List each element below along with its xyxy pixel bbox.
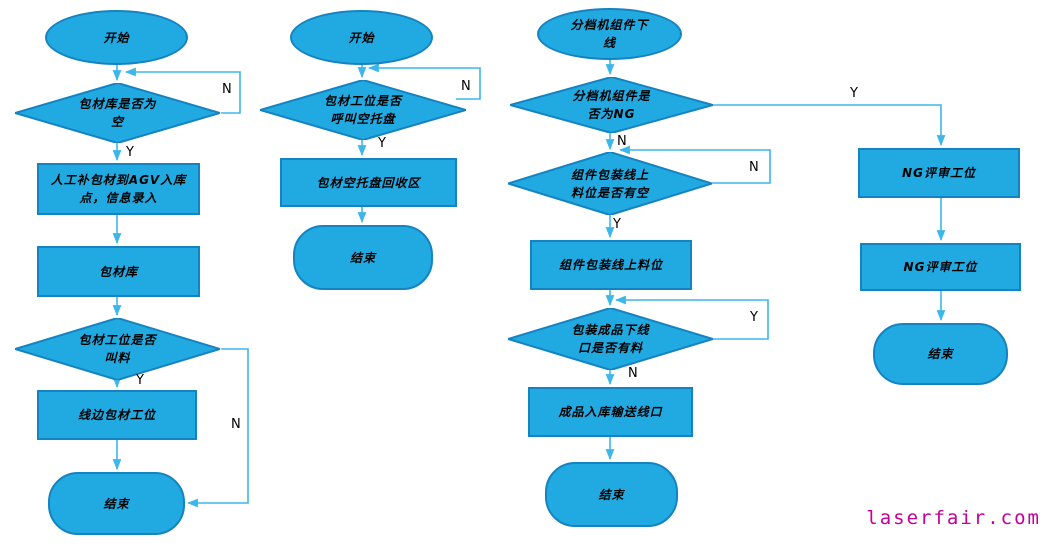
flow1-process-material-warehouse: 包材库 bbox=[37, 246, 200, 297]
flow3-d3-no-label: N bbox=[628, 366, 638, 381]
flow3-d1-no-label: N bbox=[617, 134, 627, 149]
flow3-process-warehouse-conveyor-label: 成品入库输送线口 bbox=[558, 405, 663, 419]
flow3-start-terminator-label: 分档机组件下线 bbox=[570, 18, 649, 50]
flow2-edge-d1-no-loop bbox=[367, 63, 481, 100]
diamond-shape bbox=[510, 77, 713, 133]
flow2-d1-no-label: N bbox=[461, 79, 471, 94]
flow1-d1-no-label: N bbox=[222, 82, 232, 97]
flow3-decision-outlet-has-material: 包装成品下线口是否有料 bbox=[508, 308, 713, 370]
flow3-edge-d3-yes-loop bbox=[614, 295, 769, 340]
flow2-d1-yes-label: Y bbox=[378, 136, 386, 151]
flow2-end-terminator: 结束 bbox=[293, 225, 433, 290]
flow3-process-warehouse-conveyor: 成品入库输送线口 bbox=[528, 387, 693, 437]
diamond-shape bbox=[508, 152, 712, 215]
flow2-decision-call-empty-pallet: 包材工位是否呼叫空托盘 bbox=[260, 80, 466, 140]
flow3-decision-component-ng: 分档机组件是否为NG bbox=[510, 77, 713, 133]
flow3-decision-component-ng-label: 分档机组件是否为NG bbox=[572, 89, 651, 121]
flow2-start-terminator: 开始 bbox=[290, 10, 433, 65]
watermark-laserfair: laserfair.com bbox=[866, 507, 1041, 529]
flow1-decision-station-call-label: 包材工位是否叫料 bbox=[78, 333, 157, 365]
flow1-d2-no-label: N bbox=[231, 417, 241, 432]
flow4-process-ng-review-1: NG评审工位 bbox=[858, 148, 1020, 198]
flow3-process-packing-line-slot: 组件包装线上料位 bbox=[530, 240, 692, 290]
flow1-decision-station-call: 包材工位是否叫料 bbox=[15, 318, 220, 380]
flow2-process-pallet-recycle-area-label: 包材空托盘回收区 bbox=[316, 175, 421, 190]
flow3-process-packing-line-slot-label: 组件包装线上料位 bbox=[558, 258, 663, 272]
flow3-edge-d1-yes-branch bbox=[713, 104, 946, 147]
flow3-end-terminator: 结束 bbox=[545, 462, 678, 527]
flow3-d2-yes-label: Y bbox=[613, 217, 621, 232]
flow2-process-pallet-recycle-area: 包材空托盘回收区 bbox=[280, 158, 457, 207]
flow3-d2-no-label: N bbox=[749, 160, 759, 175]
flow4-end-terminator-label: 结束 bbox=[927, 347, 954, 361]
flow3-decision-line-slot-free-label: 组件包装线上料位是否有空 bbox=[570, 167, 649, 200]
flow1-end-terminator: 结束 bbox=[48, 472, 185, 535]
flow2-end-terminator-label: 结束 bbox=[349, 250, 376, 265]
flow4-process-ng-review-2-label: NG评审工位 bbox=[903, 260, 978, 274]
flow3-decision-outlet-has-material-label: 包装成品下线口是否有料 bbox=[571, 323, 650, 355]
flow1-start-terminator: 开始 bbox=[45, 10, 188, 65]
flow2-decision-call-empty-pallet-label: 包材工位是否呼叫空托盘 bbox=[323, 94, 402, 126]
flow1-end-terminator-label: 结束 bbox=[103, 496, 130, 511]
diamond-shape bbox=[260, 80, 466, 140]
flow2-start-terminator-label: 开始 bbox=[348, 30, 375, 45]
flow3-d3-yes-label: Y bbox=[750, 310, 758, 325]
flow1-decision-warehouse-empty: 包材库是否为空 bbox=[15, 83, 220, 143]
flow1-edge-d2-no-loop bbox=[186, 348, 249, 508]
flow4-end-terminator: 结束 bbox=[873, 323, 1008, 385]
flow4-process-ng-review-1-label: NG评审工位 bbox=[902, 166, 976, 180]
flow1-decision-warehouse-empty-label: 包材库是否为空 bbox=[78, 97, 157, 129]
flow1-d1-yes-label: Y bbox=[126, 145, 134, 160]
flow3-end-terminator-label: 结束 bbox=[598, 487, 625, 502]
flow1-process-lineside-station-label: 线边包材工位 bbox=[77, 408, 156, 422]
flow1-process-material-warehouse-label: 包材库 bbox=[98, 264, 138, 279]
diamond-shape bbox=[15, 83, 220, 143]
flow3-start-terminator: 分档机组件下线 bbox=[537, 8, 682, 60]
diamond-shape bbox=[15, 318, 220, 380]
diamond-shape bbox=[508, 308, 713, 370]
flow3-edge-d2-no-loop bbox=[618, 145, 771, 184]
flow1-process-refill-agv: 人工补包材到AGV入库点，信息录入 bbox=[37, 163, 200, 215]
flow1-start-terminator-label: 开始 bbox=[103, 30, 130, 45]
flow1-edge-d1-no-loop bbox=[124, 67, 241, 114]
flow3-decision-line-slot-free: 组件包装线上料位是否有空 bbox=[508, 152, 712, 215]
flow1-process-refill-agv-label: 人工补包材到AGV入库点，信息录入 bbox=[50, 173, 187, 205]
flow4-process-ng-review-2: NG评审工位 bbox=[860, 243, 1021, 291]
flow3-d1-yes-label: Y bbox=[850, 86, 858, 101]
flow1-process-lineside-station: 线边包材工位 bbox=[37, 390, 197, 440]
flow1-d2-yes-label: Y bbox=[136, 373, 144, 388]
